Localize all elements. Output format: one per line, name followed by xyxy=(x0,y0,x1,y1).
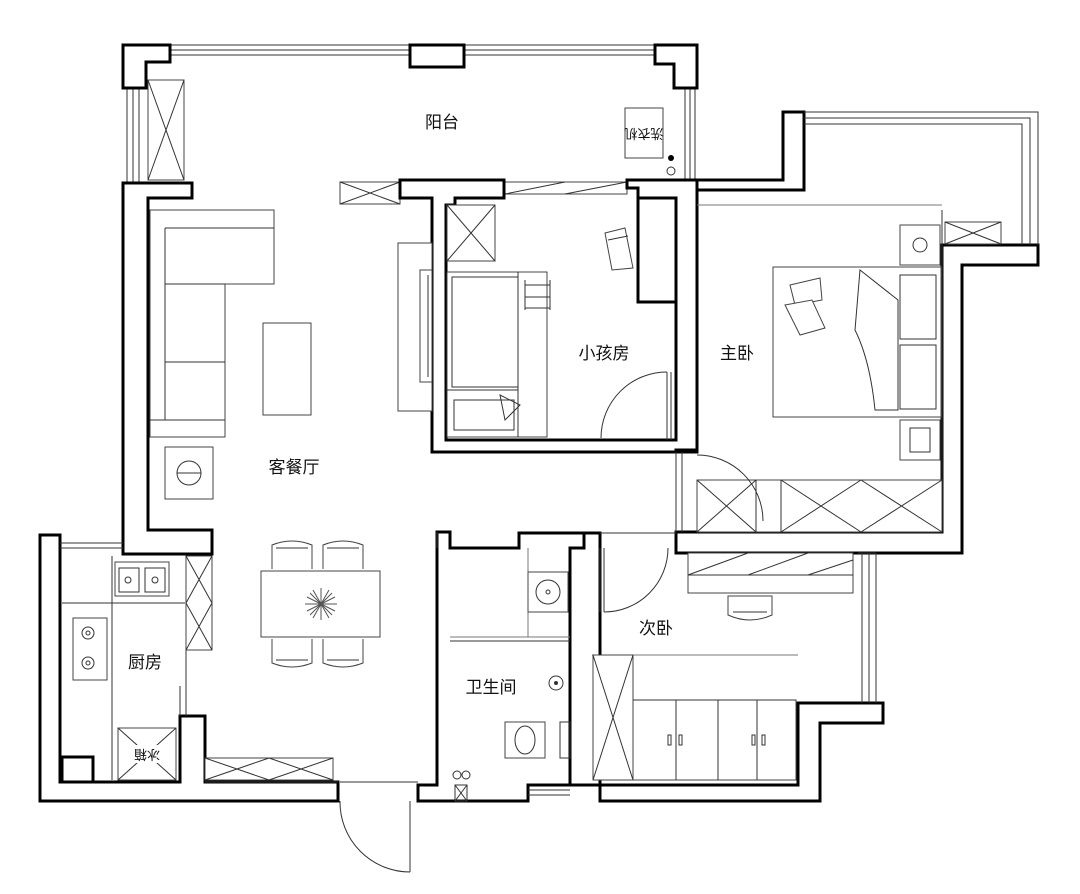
room-label-balcony: 阳台 xyxy=(425,113,459,133)
washing-machine: 洗衣机 xyxy=(624,107,676,176)
stove xyxy=(72,617,108,681)
room-label-second-bedroom: 次卧 xyxy=(639,619,673,639)
room-label-kids-room: 小孩房 xyxy=(579,344,630,364)
coffee-table xyxy=(262,322,312,416)
kids-chair xyxy=(604,227,634,271)
master-window xyxy=(944,221,1002,245)
second-door xyxy=(599,547,669,613)
kids-bed xyxy=(446,271,551,438)
second-desk xyxy=(687,552,854,594)
floor-drain xyxy=(548,675,564,691)
nightstand-bottom xyxy=(899,419,941,461)
sofa xyxy=(149,209,275,438)
balcony-window xyxy=(339,181,628,205)
balcony-column-middle xyxy=(408,43,466,69)
entry-door xyxy=(339,800,411,873)
second-wardrobe xyxy=(592,654,797,781)
living-dining: 客餐厅 xyxy=(149,209,433,873)
washer-label: 洗衣机 xyxy=(624,125,663,141)
kitchen-cabinet xyxy=(185,555,213,651)
side-table xyxy=(164,446,214,500)
tv-cabinet xyxy=(397,242,433,412)
balcony-column-left xyxy=(121,43,172,90)
balcony-cabinet xyxy=(147,79,185,181)
squat-toilet xyxy=(504,721,546,759)
room-label-kitchen: 厨房 xyxy=(128,653,162,673)
master-wardrobe xyxy=(696,479,943,533)
master-bedroom: 主卧 xyxy=(696,204,943,533)
flower-centerpiece xyxy=(305,588,337,620)
second-chair xyxy=(727,595,773,621)
entry-cabinet xyxy=(204,757,334,781)
kids-wardrobe xyxy=(446,204,496,262)
balcony: 洗衣机 阳台 xyxy=(121,43,699,205)
second-bedroom: 次卧 xyxy=(592,547,854,781)
nightstand-top xyxy=(899,224,941,266)
balcony-column-right xyxy=(653,43,699,90)
kids-room: 小孩房 xyxy=(446,204,672,440)
kitchen: 冰箱 厨房 xyxy=(62,555,213,781)
bathroom: 卫生间 xyxy=(450,548,571,802)
sink xyxy=(114,561,170,597)
kids-door xyxy=(600,371,672,440)
master-bed xyxy=(772,266,942,418)
room-label-master-bedroom: 主卧 xyxy=(720,344,754,364)
fridge-label: 冰箱 xyxy=(134,746,160,762)
dining-set xyxy=(260,540,381,668)
room-label-living-dining: 客餐厅 xyxy=(269,458,320,478)
fridge: 冰箱 xyxy=(117,727,177,781)
room-label-bathroom: 卫生间 xyxy=(466,678,517,698)
basin xyxy=(527,571,569,613)
